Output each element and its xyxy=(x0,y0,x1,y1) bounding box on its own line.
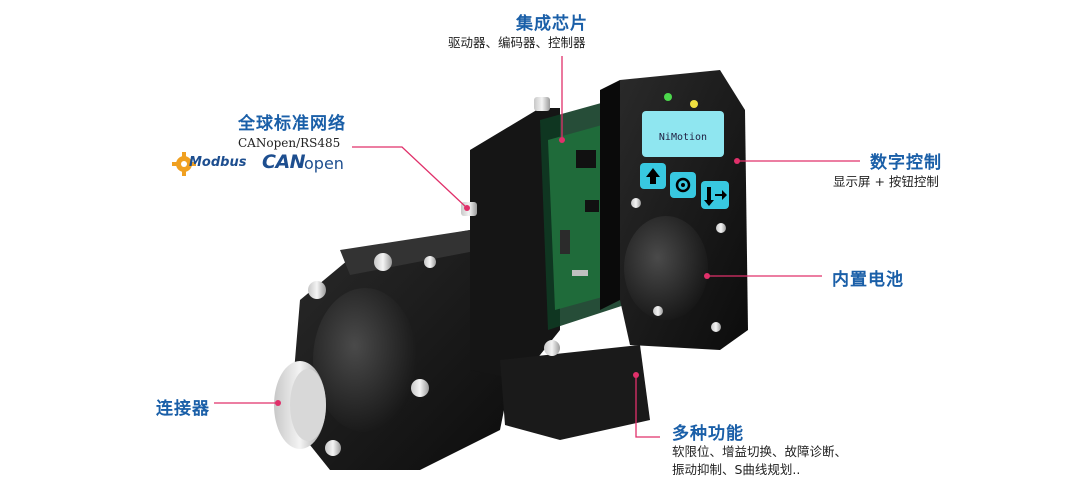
callout-sub-functions-line1: 软限位、增益切换、故障诊断、 xyxy=(672,444,848,459)
callout-title-network: 全球标准网络 xyxy=(238,114,346,134)
screw-icon xyxy=(424,256,436,268)
screw-icon xyxy=(716,223,726,233)
leader-dot xyxy=(704,273,710,279)
chip-icon xyxy=(576,150,596,168)
screw-icon xyxy=(411,379,429,397)
connector-port xyxy=(534,97,550,111)
screw-icon xyxy=(308,281,326,299)
chip-icon xyxy=(585,200,599,212)
leader-lines xyxy=(214,56,860,438)
control-housing: NiMotion xyxy=(600,70,748,350)
battery-cover xyxy=(624,216,708,320)
screw-icon xyxy=(631,198,641,208)
leader-dot xyxy=(464,205,470,211)
modbus-logo-text: Modbus xyxy=(189,155,247,170)
callout-sub-chip: 驱动器、编码器、控制器 xyxy=(448,35,586,50)
callout-sub-functions-line2: 振动抑制、S曲线规划.. xyxy=(672,462,801,477)
screw-icon xyxy=(711,322,721,332)
screw-icon xyxy=(374,253,392,271)
leader-dot xyxy=(734,158,740,164)
up-arrow-icon xyxy=(646,168,660,184)
lcd-text: NiMotion xyxy=(659,132,707,143)
lcd-display xyxy=(642,111,724,157)
screw-icon xyxy=(653,306,663,316)
motor-body xyxy=(290,230,520,470)
canopen-logo-can: CAN xyxy=(262,151,306,173)
callout-title-connector: 连接器 xyxy=(156,399,210,419)
modbus-logo-icon xyxy=(172,152,196,176)
callout-title-digital: 数字控制 xyxy=(870,153,942,173)
callout-title-chip: 集成芯片 xyxy=(516,14,588,34)
screw-icon xyxy=(325,440,341,456)
callout-title-battery: 内置电池 xyxy=(832,270,904,290)
callout-sub-network: CANopen/RS485 xyxy=(238,136,341,150)
leader-dot xyxy=(633,372,639,378)
status-led-yellow xyxy=(690,100,698,108)
gear-icon xyxy=(675,177,691,193)
right-arrow-icon xyxy=(715,190,727,200)
callout-sub-digital: 显示屏 + 按钮控制 xyxy=(833,174,939,189)
down-arrow-icon xyxy=(704,187,714,206)
canopen-logo-open: open xyxy=(304,154,344,173)
leader-line-network xyxy=(352,146,468,209)
leader-dot xyxy=(275,400,281,406)
screw-icon xyxy=(544,340,560,356)
leader-dot xyxy=(559,137,565,143)
connector-plug xyxy=(274,361,326,449)
motor-end-cap xyxy=(313,288,417,432)
status-led-green xyxy=(664,93,672,101)
callout-title-functions: 多种功能 xyxy=(672,424,744,444)
leader-line-functions xyxy=(635,375,660,438)
